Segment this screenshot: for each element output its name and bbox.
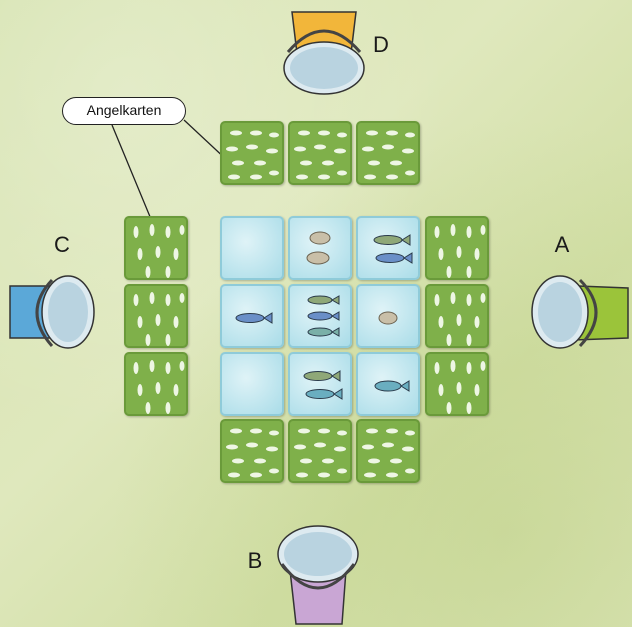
fish-pattern-icon: [358, 421, 420, 483]
fishing-card[interactable]: [220, 121, 284, 185]
fish-icon: [358, 354, 420, 416]
water-tile-stones[interactable]: [288, 216, 352, 280]
water-tile-fish[interactable]: [356, 352, 420, 416]
water-tile-empty[interactable]: [220, 216, 284, 280]
water-tile-fish[interactable]: [220, 284, 284, 348]
water-tile-fish[interactable]: [288, 284, 352, 348]
bucket-d-icon[interactable]: [274, 2, 374, 100]
fish-pattern-icon: [222, 123, 284, 185]
bucket-b-icon[interactable]: [268, 518, 368, 627]
stone-icon: [358, 286, 420, 348]
water-tile-fish[interactable]: [356, 216, 420, 280]
fish-pattern-icon: [126, 286, 188, 348]
fish-pattern-icon: [126, 218, 188, 280]
fishing-card[interactable]: [425, 216, 489, 280]
water-tile-fish[interactable]: [288, 352, 352, 416]
fish-icon: [290, 286, 352, 348]
fish-pattern-icon: [290, 421, 352, 483]
fish-pattern-icon: [427, 218, 489, 280]
fishing-card[interactable]: [124, 352, 188, 416]
fishing-card[interactable]: [288, 419, 352, 483]
player-label-c: C: [50, 232, 74, 258]
player-label-a: A: [550, 232, 574, 258]
bucket-a-icon[interactable]: [524, 266, 632, 358]
fish-pattern-icon: [358, 123, 420, 185]
stone-icon: [290, 218, 352, 280]
fishing-card[interactable]: [124, 216, 188, 280]
fishing-card[interactable]: [425, 352, 489, 416]
callout-label: Angelkarten: [87, 102, 162, 118]
fishing-card[interactable]: [288, 121, 352, 185]
fishing-card[interactable]: [425, 284, 489, 348]
angelkarten-callout: Angelkarten: [62, 97, 186, 125]
water-tile-empty[interactable]: [220, 352, 284, 416]
player-label-b: B: [243, 548, 267, 574]
fish-icon: [290, 354, 352, 416]
fish-pattern-icon: [222, 421, 284, 483]
fish-pattern-icon: [427, 354, 489, 416]
fishing-card[interactable]: [124, 284, 188, 348]
fish-icon: [222, 286, 284, 348]
fishing-card[interactable]: [356, 419, 420, 483]
fishing-card[interactable]: [220, 419, 284, 483]
fish-pattern-icon: [290, 123, 352, 185]
fishing-card[interactable]: [356, 121, 420, 185]
bucket-c-icon[interactable]: [2, 266, 102, 356]
fish-icon: [358, 218, 420, 280]
fish-pattern-icon: [427, 286, 489, 348]
fish-pattern-icon: [126, 354, 188, 416]
water-tile-stone[interactable]: [356, 284, 420, 348]
